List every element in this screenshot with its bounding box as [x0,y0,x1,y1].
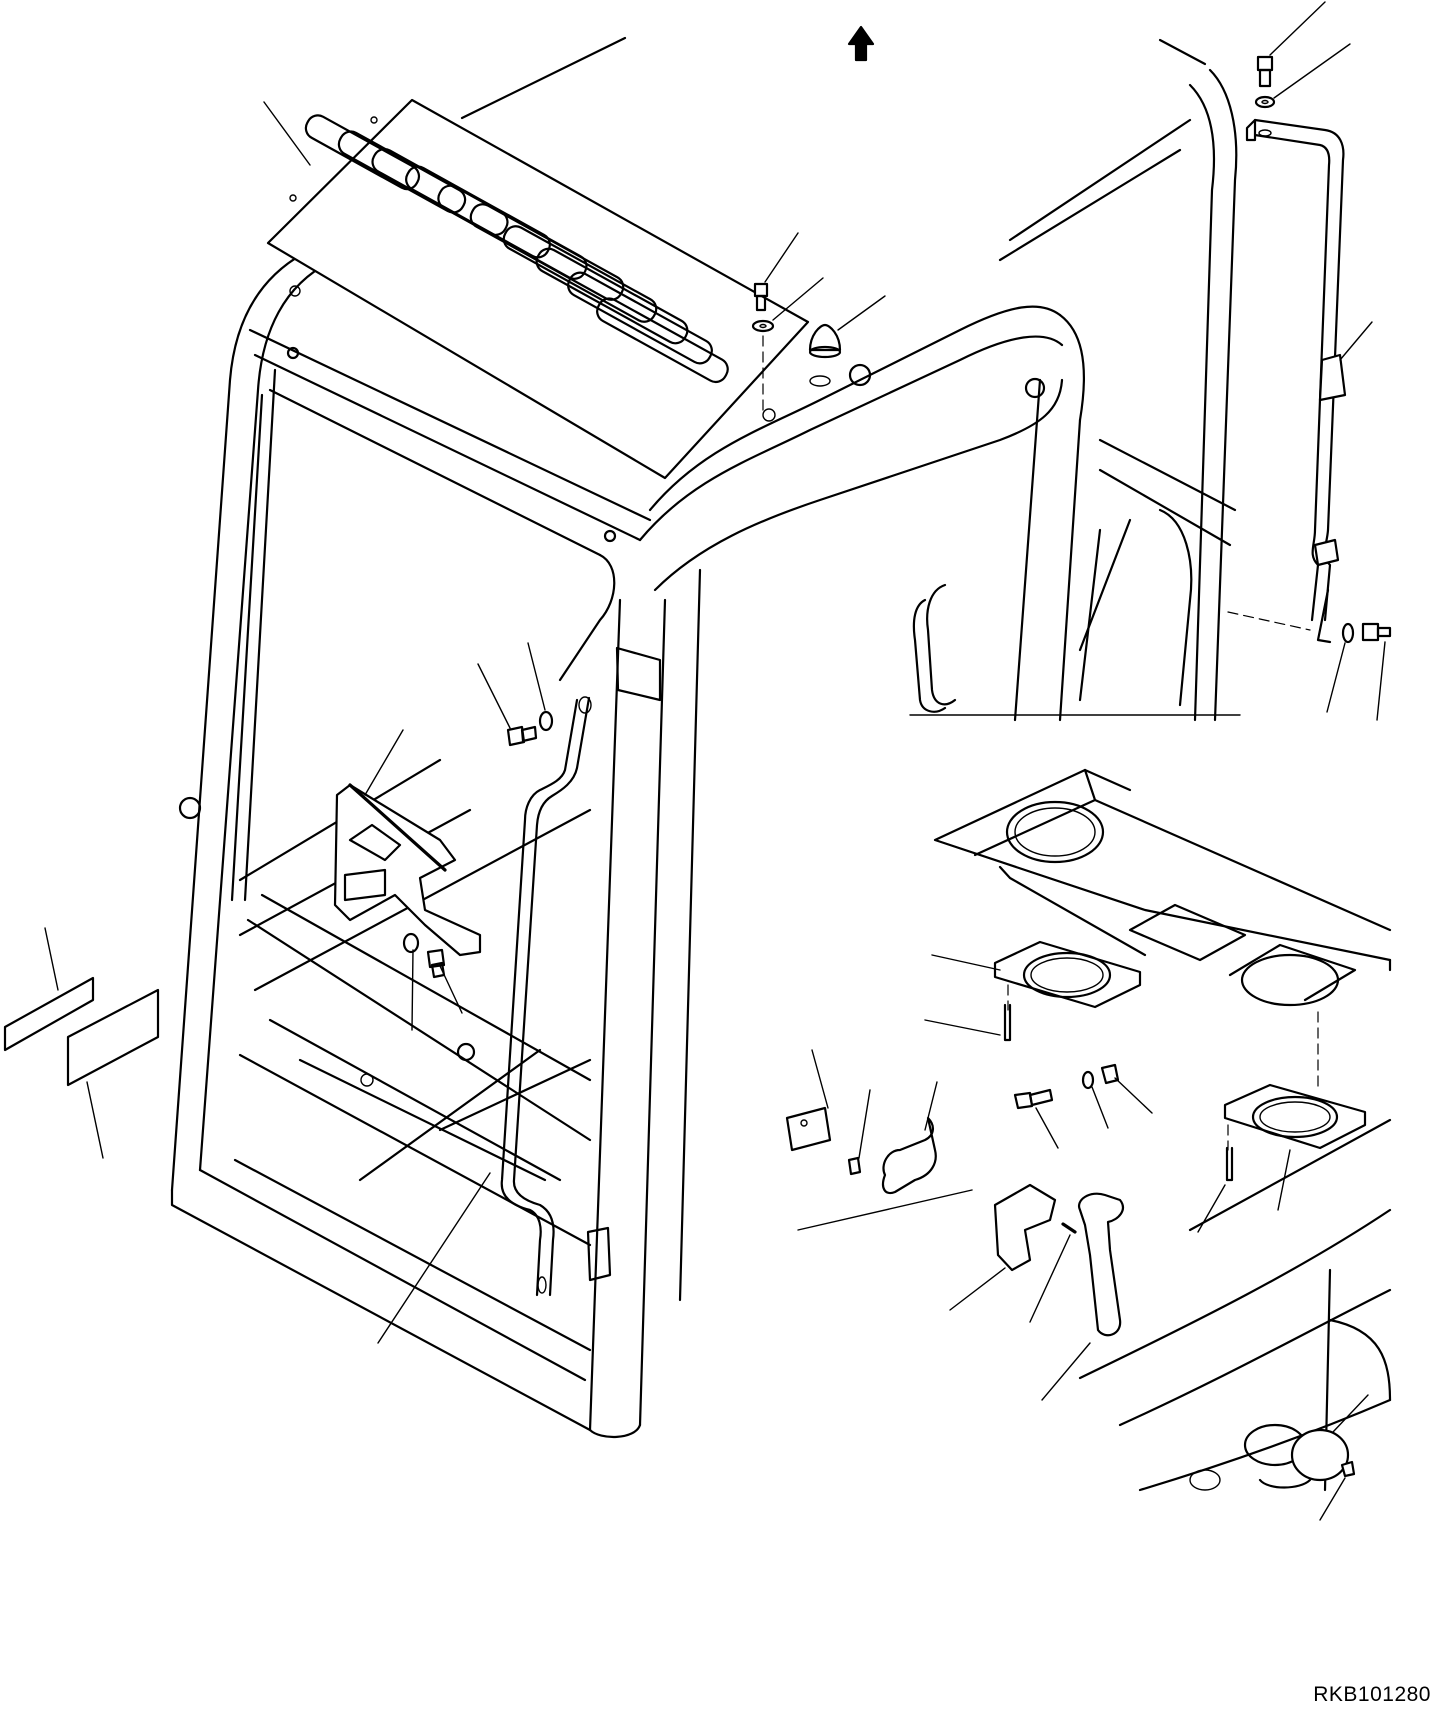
lock-lever [1077,1192,1124,1337]
leader-rivet-right [1197,1184,1226,1233]
duct-flange-left [993,940,1142,1009]
bracket-washer [402,932,420,954]
leader-roof-bolt [764,232,799,283]
leader-handrail-bottom-bolt [1376,641,1386,721]
handrail-top-bolt [1256,55,1274,88]
handrail-bottom-washer [1341,622,1355,644]
cover-screw [847,1156,862,1176]
console-edge-line [797,1189,973,1231]
leader-lever-holder [924,1081,938,1131]
leader-cover-cap-screw [1319,1477,1346,1521]
rivet-right [1225,1146,1234,1182]
rear-body [1078,1118,1392,1492]
roof-guard-louvers [304,114,729,384]
arrow-up-icon [847,25,875,62]
drawing-code: RKB101280 [1313,1683,1431,1706]
handrail-bottom-axis [1227,611,1311,631]
leader-roof-guard [263,101,311,166]
handrail-left-washer [538,710,554,732]
left-handrail [500,696,592,1297]
leader-lever-bracket [364,729,404,796]
roof-guard [266,98,810,480]
leader-rivet-left [924,1019,1001,1036]
leader-handrail-left-washer [527,642,546,711]
cab-frame [170,36,1241,1439]
cover-plate [785,1106,832,1152]
leader-stud-nut [1114,1077,1153,1114]
leader-lock-lever [1041,1342,1091,1401]
leader-right-handrail [1339,321,1373,361]
leader-bracket-washer [411,949,414,1031]
bracket-bolt [426,948,446,979]
lock-bracket [993,1183,1057,1272]
leader-handrail-bottom-washer [1326,642,1346,713]
rivet-left [1003,1003,1012,1042]
cover-cap-screw [1340,1460,1356,1478]
handrail-bottom-bolt [1361,622,1392,642]
floor-console [933,768,1392,1007]
handrail-top-washer [1254,95,1276,109]
caution-plate-2 [66,988,160,1087]
leader-caution-plate-1 [44,927,59,991]
leader-roof-cushion [837,295,886,331]
leader-roof-washer [772,277,824,321]
leader-stud-washer [1091,1086,1109,1129]
leader-duct-flange-right [1277,1149,1291,1211]
leader-duct-flange-left [931,954,1001,971]
right-handrail [1245,118,1347,644]
roof-cushion [808,323,842,387]
roof-guard-washer [751,319,775,333]
duct-flange-right [1223,1083,1367,1150]
cover-cap [1290,1428,1350,1482]
leader-left-handrail [377,1172,491,1344]
stud-washer [1081,1070,1095,1090]
stud-bolt [1013,1088,1054,1110]
leader-stud-bolt [1035,1107,1059,1149]
leader-caution-plate-2 [86,1081,104,1159]
leader-handrail-top-bolt [1269,1,1326,56]
leader-lock-pin [1029,1234,1071,1323]
caution-plate-1 [3,976,95,1052]
leader-cover-cap [1332,1394,1369,1433]
leader-lock-bracket [949,1267,1006,1311]
leader-handrail-left-bolt [477,663,511,729]
stud-nut [1100,1063,1120,1085]
lever-holder [881,1116,937,1195]
handrail-left-bolt [506,725,538,747]
lever-bracket [333,783,482,957]
leader-bracket-bolt [439,965,463,1014]
leader-handrail-top-washer [1273,43,1351,99]
leader-cover-plate [811,1049,829,1109]
lock-pin [1061,1222,1077,1234]
leader-cover-screw [858,1089,871,1159]
roof-guard-bolt [753,282,769,312]
